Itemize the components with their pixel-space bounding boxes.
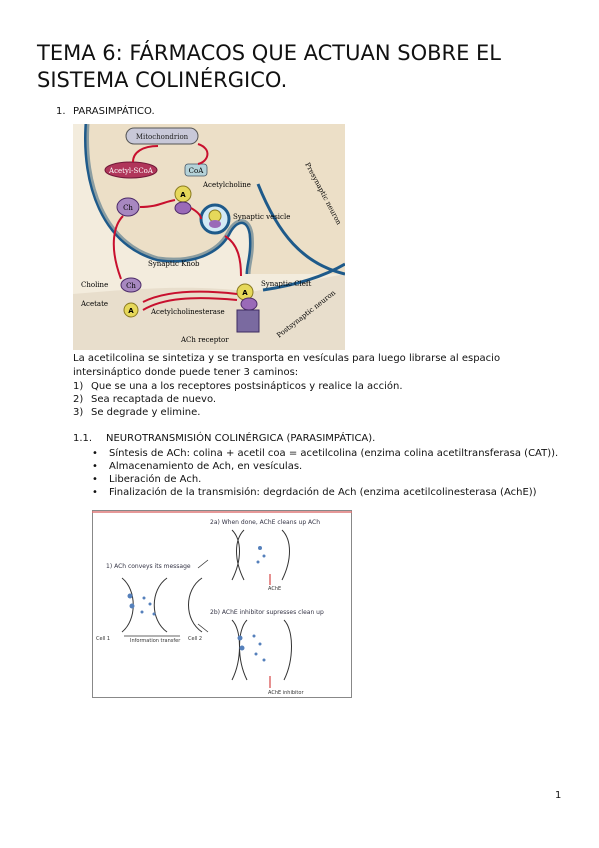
list-item: 1)Que se una a los receptores postsinápt… — [73, 381, 403, 392]
label-acetylcholine: Acetylcholine — [202, 181, 251, 189]
svg-text:A: A — [128, 307, 134, 315]
list-item: 3)Se degrade y elimine. — [73, 407, 201, 418]
label-ach-receptor: ACh receptor — [180, 336, 229, 344]
label-acetylcholinesterase: Acetylcholinesterase — [150, 308, 225, 316]
section-label: PARASIMPÁTICO. — [73, 106, 155, 117]
svg-text:A: A — [180, 191, 186, 199]
label-synaptic-knob: Synaptic Knob — [148, 260, 200, 268]
synapse-figure: Mitochondrion Acetyl-SCoA CoA A Acetylch… — [73, 124, 345, 350]
label-ache-1: AChE — [268, 586, 281, 592]
list-item: 2)Sea recaptada de nuevo. — [73, 394, 217, 405]
ache-figure: 2a) When done, AChE cleans up ACh AChE 1… — [92, 510, 352, 698]
section-heading-parasimpatico: 1. PARASIMPÁTICO. — [56, 106, 155, 117]
subsection-heading: 1.1. NEUROTRANSMISIÓN COLINÉRGICA (PARASI… — [73, 433, 375, 444]
subsection-number: 1.1. — [73, 433, 93, 444]
section-number: 1. — [56, 106, 66, 117]
page-title: TEMA 6: FÁRMACOS QUE ACTUAN SOBRE EL SIS… — [37, 41, 502, 92]
label-ache-inhibitor: AChE inhibitor — [268, 690, 304, 696]
label-coa: CoA — [189, 167, 205, 175]
label-acetate: Acetate — [80, 300, 108, 308]
label-2b: 2b) AChE inhibitor supresses clean up — [210, 609, 324, 616]
body-paragraph: La acetilcolina se sintetiza y se transp… — [73, 353, 501, 378]
list-item: •Almacenamiento de Ach, en vesículas. — [92, 461, 303, 472]
label-synaptic-cleft: Synaptic Cleft — [261, 280, 311, 288]
label-choline: Choline — [81, 281, 108, 289]
bullet-icon: • — [92, 448, 98, 459]
label-cell2: Cell 2 — [188, 636, 202, 642]
list-item: •Finalización de la transmisión: degrdac… — [92, 487, 537, 498]
svg-text:Ch: Ch — [126, 282, 136, 290]
svg-text:Ch: Ch — [123, 204, 133, 212]
label-transfer: Information transfer — [130, 638, 181, 644]
bullet-icon: • — [92, 474, 98, 485]
bullet-list: •Síntesis de ACh: colina + acetil coa = … — [92, 447, 572, 499]
bullet-icon: • — [92, 487, 98, 498]
page-number: 1 — [555, 790, 562, 801]
label-1: 1) ACh conveys its message — [106, 563, 191, 570]
label-mitochondrion: Mitochondrion — [136, 133, 189, 141]
list-item: •Síntesis de ACh: colina + acetil coa = … — [92, 448, 559, 459]
label-acetyl-scoa: Acetyl-SCoA — [108, 167, 154, 175]
subsection-label: NEUROTRANSMISIÓN COLINÉRGICA (PARASIMPÁT… — [106, 433, 376, 444]
label-synaptic-vesicle: Synaptic vesicle — [233, 213, 290, 221]
ordered-list: 1)Que se una a los receptores postsinápt… — [73, 380, 403, 419]
label-2a: 2a) When done, AChE cleans up ACh — [210, 519, 320, 526]
list-item: •Liberación de Ach. — [92, 474, 202, 485]
svg-text:A: A — [242, 289, 248, 297]
label-cell1: Cell 1 — [96, 636, 110, 642]
bullet-icon: • — [92, 461, 98, 472]
